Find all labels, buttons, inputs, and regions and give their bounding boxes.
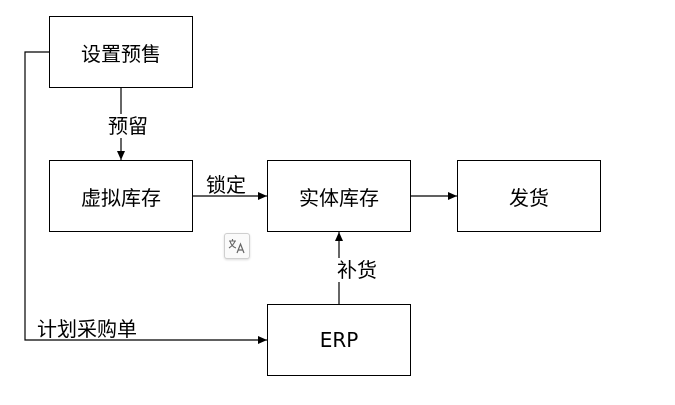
node-erp[interactable]: ERP: [267, 304, 411, 376]
node-shipping-label: 发货: [509, 185, 549, 210]
node-physical-stock-label: 实体库存: [299, 185, 379, 210]
node-shipping[interactable]: 发货: [457, 160, 601, 232]
edge-label-restock: 补货: [337, 258, 377, 282]
node-virtual-stock-label: 虚拟库存: [81, 185, 161, 210]
edge-label-reserve: 预留: [108, 114, 148, 138]
node-erp-label: ERP: [319, 328, 359, 352]
node-physical-stock[interactable]: 实体库存: [267, 160, 411, 232]
node-presale[interactable]: 设置预售: [49, 16, 193, 88]
edge-label-purchase-plan: 计划采购单: [37, 317, 137, 341]
node-presale-label: 设置预售: [81, 41, 161, 66]
edge-presale-to-erp: [24, 51, 267, 344]
translate-icon[interactable]: [224, 233, 250, 259]
node-virtual-stock[interactable]: 虚拟库存: [49, 160, 193, 232]
edge-label-lock: 锁定: [206, 173, 246, 197]
translate-glyph: [228, 239, 245, 254]
